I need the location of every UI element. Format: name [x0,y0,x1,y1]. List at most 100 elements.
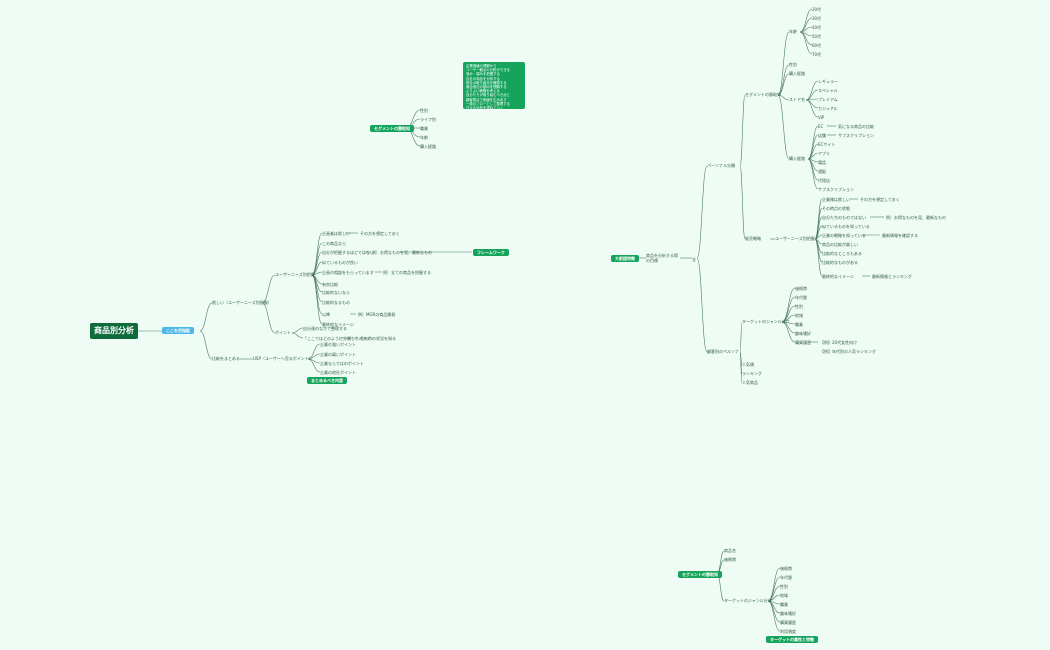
genre0[interactable]: 価格帯 [780,566,792,571]
view5[interactable]: 通販 [818,169,826,174]
node-purchase[interactable]: 購入経路 [789,71,805,76]
sales1[interactable]: その時点の状態 [822,206,850,211]
age3[interactable]: 50代 [812,34,822,39]
sales-detail0[interactable]: その方を想定しておく [860,197,900,202]
node-store[interactable]: ストア名 [789,97,805,102]
view-detail0[interactable]: 気になる商品の比較 [838,124,874,129]
age0[interactable]: 20代 [812,7,822,12]
target4[interactable]: 職業 [795,322,803,327]
node-q5[interactable]: 有効比較 [322,282,338,287]
store4[interactable]: VIP [818,115,825,120]
node-view[interactable]: 購入経路 [789,156,805,161]
genre2[interactable]: 性別 [780,584,788,589]
node-q0[interactable]: 企画者は欲しい [322,231,350,236]
node-usp[interactable]: USP（ユーザーへ売るポイント） [253,356,313,361]
node-point-detail[interactable]: その時の状況を知る [360,336,396,341]
age2[interactable]: 40代 [812,25,822,30]
node-q6[interactable]: 比較的ないなら [322,290,350,295]
view3[interactable]: アプリ [818,151,830,156]
sales8[interactable]: 最終的なイメージ [822,274,854,279]
target-detail1[interactable]: 【例】年代別の人気ランキング [820,349,876,354]
seg-bottom0[interactable]: 商品名 [724,548,736,553]
store1[interactable]: スペシャル [818,88,838,93]
node-q9[interactable]: 最終的なイメージ [322,322,354,327]
seg-item4[interactable]: 購入経路 [420,144,436,149]
node-q4[interactable]: 企画の相談をもらっています [322,270,374,275]
target2[interactable]: 性別 [795,304,803,309]
node-q1[interactable]: この商品なら [322,241,346,246]
view4[interactable]: 電話 [818,160,826,165]
seg-item1[interactable]: ライフ別 [420,117,436,122]
seg-item2[interactable]: 職業 [420,126,428,131]
view7[interactable]: サブスクリプション [818,187,854,192]
target3[interactable]: 地域 [795,313,803,318]
sales2[interactable]: 自分たちのものではない [822,215,866,220]
seg-item3[interactable]: 年齢 [420,135,428,140]
seg-bottom-tag[interactable]: セグメントの勝取知 [678,571,722,578]
seg-genre[interactable]: ターゲットのジャンル分け [724,598,772,603]
node-usp-parent[interactable]: 比較をまとめる [212,356,240,361]
view2[interactable]: ECサイト [818,142,836,147]
node-age[interactable]: 年齢 [789,29,797,34]
sales4[interactable]: 企業の戦略を知っている [822,233,866,238]
genre6[interactable]: 購買履歴 [780,620,796,625]
bottom-tag[interactable]: まとめるべき内容 [307,377,347,384]
node-user-needs[interactable]: ユーザーニーズ別把握 [275,272,315,277]
sales3[interactable]: 似ているものを知っている [822,224,870,229]
view0[interactable]: EC [818,124,824,129]
node-point0[interactable]: 自分達のなかで整理する [303,326,347,331]
age5[interactable]: 70代 [812,52,822,57]
root-node[interactable]: 商品別分析 [90,323,138,339]
target-detail0[interactable]: 【例】20代女性向け [820,340,858,345]
store3[interactable]: カジュアル [818,106,838,111]
age1[interactable]: 30代 [812,16,822,21]
genre5[interactable]: 趣味嗜好 [780,611,796,616]
anchor-sub[interactable]: 商品を分析する際の目標 [646,253,678,263]
view-detail1[interactable]: サブスクリプション [838,133,874,138]
node-rank[interactable]: ランキング [742,371,762,376]
node-usp1[interactable]: 企業の弱いポイント [320,352,356,357]
target5[interactable]: 趣味嗜好 [795,331,811,336]
node-usp2[interactable]: 企業ならではのポイント [320,361,364,366]
node-q3[interactable]: 似ているものが良い [322,260,358,265]
node-q-detail0[interactable]: その方を想定しておく [360,231,400,236]
store0[interactable]: レギュラー [818,79,838,84]
node-usp3[interactable]: 企業の他社ポイント [320,370,356,375]
node-q8[interactable]: 以降 [322,312,330,317]
genre7[interactable]: 利用頻度 [780,629,796,634]
node-q-detail3[interactable]: 例）MGRの商品開発 [358,312,396,317]
segment-top-tag[interactable]: セグメントの勝取知 [370,125,414,132]
node-point[interactable]: ポイント [275,330,291,335]
node-extra0[interactable]: 人気商品 [742,380,758,385]
node-q2[interactable]: 自分が把握するほどではない [322,250,374,255]
node-q-detail1[interactable]: 例）お得なものを見、最新なもの [372,250,432,255]
node-needs[interactable]: 欲しい（ユーザーニーズ別把握） [212,300,272,305]
node-gender[interactable]: 性別 [789,62,797,67]
node-sales[interactable]: 販売戦略 [745,236,761,241]
frame-tag[interactable]: フレームワーク [473,249,509,256]
genre4[interactable]: 職業 [780,602,788,607]
node-segment-right[interactable]: セグメントの勝取知 [745,92,781,97]
sales6[interactable]: 比較的なところもある [822,251,862,256]
node-q7[interactable]: 比較的なるもの [322,300,350,305]
view6[interactable]: 代理店 [818,178,830,183]
age4[interactable]: 60代 [812,43,822,48]
note-box[interactable]: 企業価値の理解から ユーザー観点の分析ができる 強み・弱みを把握する 自社の商品… [463,62,525,110]
node-q-detail2[interactable]: 例）全ての商品を把握する [383,270,431,275]
target6[interactable]: 購買履歴 [795,340,811,345]
target1[interactable]: 年代層 [795,295,807,300]
node-all[interactable]: 全 [692,257,696,262]
seg-item0[interactable]: 性別 [420,108,428,113]
sales-detail3[interactable]: 最新情報とランキング [872,274,912,279]
topic-node[interactable]: ここを目指話 [162,327,194,334]
sales7[interactable]: 比較的なものがある [822,260,858,265]
sales-detail2[interactable]: 最新情報を確認する [882,233,918,238]
target0[interactable]: 価格帯 [795,286,807,291]
genre3[interactable]: 地域 [780,593,788,598]
seg-bottom1[interactable]: 価格帯 [724,557,736,562]
anchor-tag[interactable]: 大前提特徴 [611,255,639,262]
sales5[interactable]: 商品の比較が楽しい [822,242,858,247]
node-sales-needs[interactable]: ユーザーニーズ別把握 [775,236,815,241]
node-point1[interactable]: 「ここではどのように分類したのか」 [303,336,371,341]
node-target[interactable]: ターゲットのジャンル分け [742,319,790,324]
